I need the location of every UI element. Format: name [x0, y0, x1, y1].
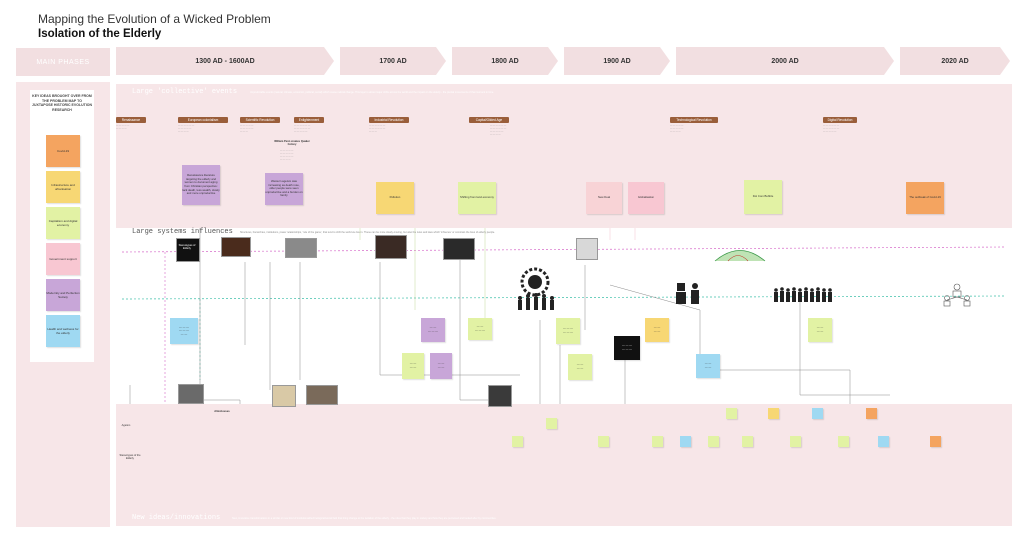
almshouses-label: Almshouses	[214, 410, 230, 413]
legend-government[interactable]: Government support	[46, 243, 80, 275]
note-shifting-land-economy[interactable]: Shifting from land economy	[458, 182, 496, 214]
note-new-deal[interactable]: New Deal	[586, 182, 622, 214]
era-1700: 1700 AD	[340, 47, 446, 75]
old-photo-1[interactable]	[178, 384, 204, 404]
note-european-literature[interactable]: Renaissance literature targeting the eld…	[182, 165, 220, 205]
workers-image[interactable]	[443, 238, 475, 260]
note-pollution[interactable]: Pollution	[376, 182, 414, 214]
event-colonialism[interactable]: European colonialism	[178, 117, 228, 123]
old-photo-3[interactable]	[306, 385, 338, 405]
annotation-line: — — — — —— — — —	[116, 125, 130, 130]
note-capital-3[interactable]: — —— —	[808, 318, 832, 342]
crowd-icon	[774, 287, 832, 302]
legend-heading: KEY IDEAS BROUGHT OVER FROM THE PROBLEM …	[32, 94, 92, 112]
note-capital-1[interactable]: — —— — —	[468, 318, 492, 340]
network-people-icon	[943, 283, 971, 307]
page-subtitle: Isolation of the Elderly	[38, 28, 162, 40]
sticky-capital[interactable]	[546, 418, 557, 429]
note-dotcom-bubble[interactable]: Dot Com Bubble	[744, 180, 782, 214]
legend-covid[interactable]: Covid-19	[46, 135, 80, 167]
systems-influences-desc: Structures, hierarchies, institutions, p…	[240, 231, 495, 234]
old-photo-4[interactable]	[488, 385, 512, 407]
new-ideas-title: New ideas/innovations	[132, 514, 221, 522]
era-2000: 2000 AD	[676, 47, 894, 75]
robot-person-icon	[676, 283, 699, 304]
legend-infrastructure[interactable]: Infrastructure and urbanisation	[46, 171, 80, 203]
sticky-covid[interactable]	[866, 408, 877, 419]
portrait-image[interactable]	[576, 238, 598, 260]
elder-stereotypes-label: Stereotypes of the Elderly	[119, 454, 141, 461]
page-title: Mapping the Evolution of a Wicked Proble…	[38, 12, 271, 26]
era-1300-1600: 1300 AD - 1600AD	[116, 47, 334, 75]
old-photo-2[interactable]	[272, 385, 296, 407]
sticky-covid[interactable]	[930, 436, 941, 447]
event-capital-age[interactable]: Capital/Gilded Age	[469, 117, 509, 123]
annotation-line: — — — — —— — — — —— — —	[240, 125, 254, 133]
era-2020: 2020 AD	[900, 47, 1010, 75]
new-ideas-band	[116, 404, 1012, 526]
event-industrial[interactable]: Industrial Revolution	[369, 117, 409, 123]
event-renaissance[interactable]: Renaissance	[116, 117, 146, 123]
note-capital-2[interactable]: — — —— — —	[556, 318, 580, 344]
collective-events-title: Large 'collective' events	[132, 88, 238, 96]
note-modernity-1[interactable]: — —— — —	[421, 318, 445, 342]
era-1900: 1900 AD	[564, 47, 670, 75]
sticky-capital[interactable]	[790, 436, 801, 447]
sticky-capital[interactable]	[726, 408, 737, 419]
annotation-line: — — — — — —— — — — — —— — — — —— — — —	[490, 125, 507, 136]
annotation-line: — — — — —— — — — —— — — — —— — — —	[280, 150, 294, 161]
annotation-line: — — — — — —— — — — —— — — —	[178, 125, 195, 133]
note-dark-1[interactable]: — — —— — —	[614, 336, 640, 360]
sticky-health[interactable]	[878, 436, 889, 447]
annotation-line: — — — — —— — — — —— — — —	[670, 125, 684, 133]
sticky-capital[interactable]	[838, 436, 849, 447]
sticky-capital[interactable]	[512, 436, 523, 447]
sticky-infra[interactable]	[768, 408, 779, 419]
note-capital-5[interactable]: — —— —	[568, 354, 592, 380]
sticky-capital[interactable]	[652, 436, 663, 447]
note-western-ageism[interactable]: Western ageism was increasing as death r…	[265, 173, 303, 205]
stereotypes-label: Stereotypes of Elderly	[178, 244, 196, 251]
note-health-2[interactable]: — —— —	[696, 354, 720, 378]
era-1800: 1800 AD	[452, 47, 558, 75]
legend-modernity[interactable]: Modernity and Perfection Society	[46, 279, 80, 311]
note-infra-1[interactable]: — —— —	[645, 318, 669, 342]
note-covid-outbreak[interactable]: The outbreak of Covid-19	[906, 182, 944, 214]
event-digital[interactable]: Digital Revolution	[823, 117, 857, 123]
ageism-label: Ageism	[121, 424, 131, 427]
legend-health[interactable]: Health and wellness for the elderly	[46, 315, 80, 347]
systems-influences-title: Large systems influences	[132, 228, 233, 236]
main-phases-label: MAIN PHASES	[16, 48, 110, 76]
sticky-health[interactable]	[680, 436, 691, 447]
collective-events-band	[116, 84, 1012, 228]
sticky-capital[interactable]	[742, 436, 753, 447]
painting-image[interactable]	[221, 237, 251, 257]
legend-capitalism[interactable]: Capitalism and digital economy	[46, 207, 80, 239]
sticky-capital[interactable]	[708, 436, 719, 447]
note-william-penn: William Penn creates Quaker Colony	[274, 140, 310, 147]
sticky-capital[interactable]	[598, 436, 609, 447]
note-globalisation[interactable]: Globalisation	[628, 182, 664, 214]
event-enlightenment[interactable]: Enlightenment	[294, 117, 324, 123]
sticky-health[interactable]	[812, 408, 823, 419]
collective-events-desc: Unpredictable events (natural, climate, …	[250, 91, 494, 94]
note-modernity-2[interactable]: — —— —	[430, 353, 452, 379]
event-technological[interactable]: Technological Revolution	[670, 117, 718, 123]
annotation-line: — — — — — —— — — — — —— — — — —	[823, 125, 840, 133]
note-health-1[interactable]: — — —— — —— —	[170, 318, 198, 344]
engraving-image[interactable]	[285, 238, 317, 258]
gear-people-icon	[518, 267, 554, 310]
new-ideas-desc: New, innovative transformations in a sim…	[232, 517, 497, 520]
annotation-line: — — — — — —— — — — — —— — — — —	[294, 125, 311, 133]
note-capital-4[interactable]: — —— —	[402, 353, 424, 379]
annotation-line: — — — — — —— — — — — —— — —	[369, 125, 386, 133]
industrial-image[interactable]	[375, 235, 407, 259]
event-scientific[interactable]: Scientific Revolution	[240, 117, 280, 123]
stereotypes-image[interactable]	[176, 238, 200, 262]
